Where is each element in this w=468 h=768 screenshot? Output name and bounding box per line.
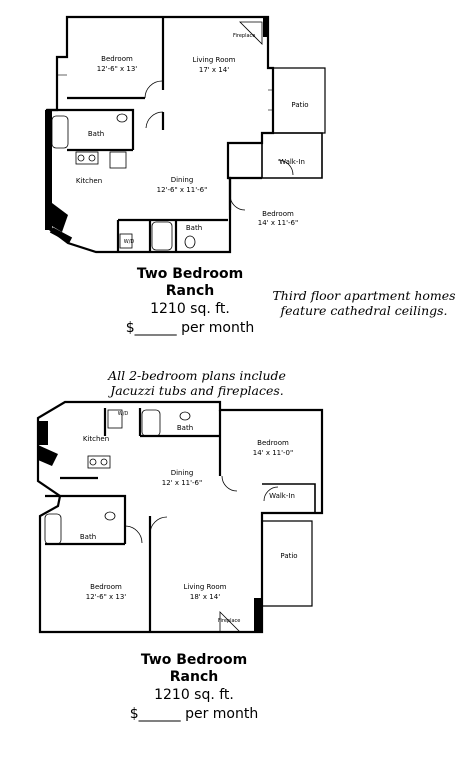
plan-title: Two Bedroom (136, 266, 244, 282)
patio-label: Patio (291, 101, 308, 109)
wd-label: W/D (124, 239, 135, 245)
wd-label-2: W/D (118, 411, 129, 417)
walk-in-label-2: Walk-In (269, 492, 295, 500)
floor-plan-bottom: W/D Bath Kitchen Bedroom 14' x 11'-0" Di… (36, 400, 324, 634)
walk-in-label: Walk-In (279, 158, 305, 166)
bedroom-dims: 12'-6" x 13' (97, 65, 138, 73)
bedroom-2-label-2: Bedroom (257, 439, 289, 447)
plan-subtitle-2: Ranch (169, 669, 219, 685)
plan-price: $______ per month (125, 320, 255, 336)
living-room-dims-2: 18' x 14' (190, 593, 220, 601)
kitchen-label-2: Kitchen (83, 435, 109, 443)
bedroom-2-label: Bedroom (262, 210, 294, 218)
patio-label-2: Patio (280, 552, 297, 560)
cathedral-ceilings-note: Third floor apartment homes feature cath… (272, 288, 456, 318)
bath-label-2: Bath (177, 424, 193, 432)
dining-label-2: Dining (171, 469, 194, 477)
bath-label: Bath (88, 130, 104, 138)
dining-dims-2: 12' x 11'-6" (162, 479, 202, 487)
fireplace-label: Fireplace (233, 33, 255, 39)
bath-2-label: Bath (186, 224, 202, 232)
bedroom-label-2: Bedroom (90, 583, 122, 591)
living-room-dims: 17' x 14' (199, 66, 229, 74)
plan-subtitle: Ranch (165, 283, 215, 299)
plan-size-2: 1210 sq. ft. (154, 687, 234, 703)
jacuzzi-note: All 2-bedroom plans include Jacuzzi tubs… (108, 368, 286, 398)
dining-label: Dining (171, 176, 194, 184)
bedroom-dims-2: 12'-6" x 13' (86, 593, 127, 601)
plan-price-2: $______ per month (129, 706, 259, 722)
plan-bottom-caption: Two Bedroom Ranch 1210 sq. ft. $______ p… (104, 652, 284, 724)
kitchen-label: Kitchen (76, 177, 102, 185)
dining-dims: 12'-6" x 11'-6" (157, 186, 208, 194)
bedroom-label: Bedroom (101, 55, 133, 63)
bedroom-2-dims-2: 14' x 11'-0" (253, 449, 293, 457)
plan-top-caption: Two Bedroom Ranch 1210 sq. ft. $______ p… (100, 266, 280, 338)
floor-plan-top: Bedroom 12'-6" x 13' Living Room 17' x 1… (45, 15, 326, 254)
living-room-label: Living Room (193, 56, 236, 64)
bedroom-2-dims: 14' x 11'-6" (258, 219, 298, 227)
bath-2-label-2: Bath (80, 533, 96, 541)
living-room-label-2: Living Room (184, 583, 227, 591)
fireplace-label-2: Fireplace (218, 618, 240, 624)
plan-title-2: Two Bedroom (140, 652, 248, 668)
plan-size: 1210 sq. ft. (150, 301, 230, 317)
